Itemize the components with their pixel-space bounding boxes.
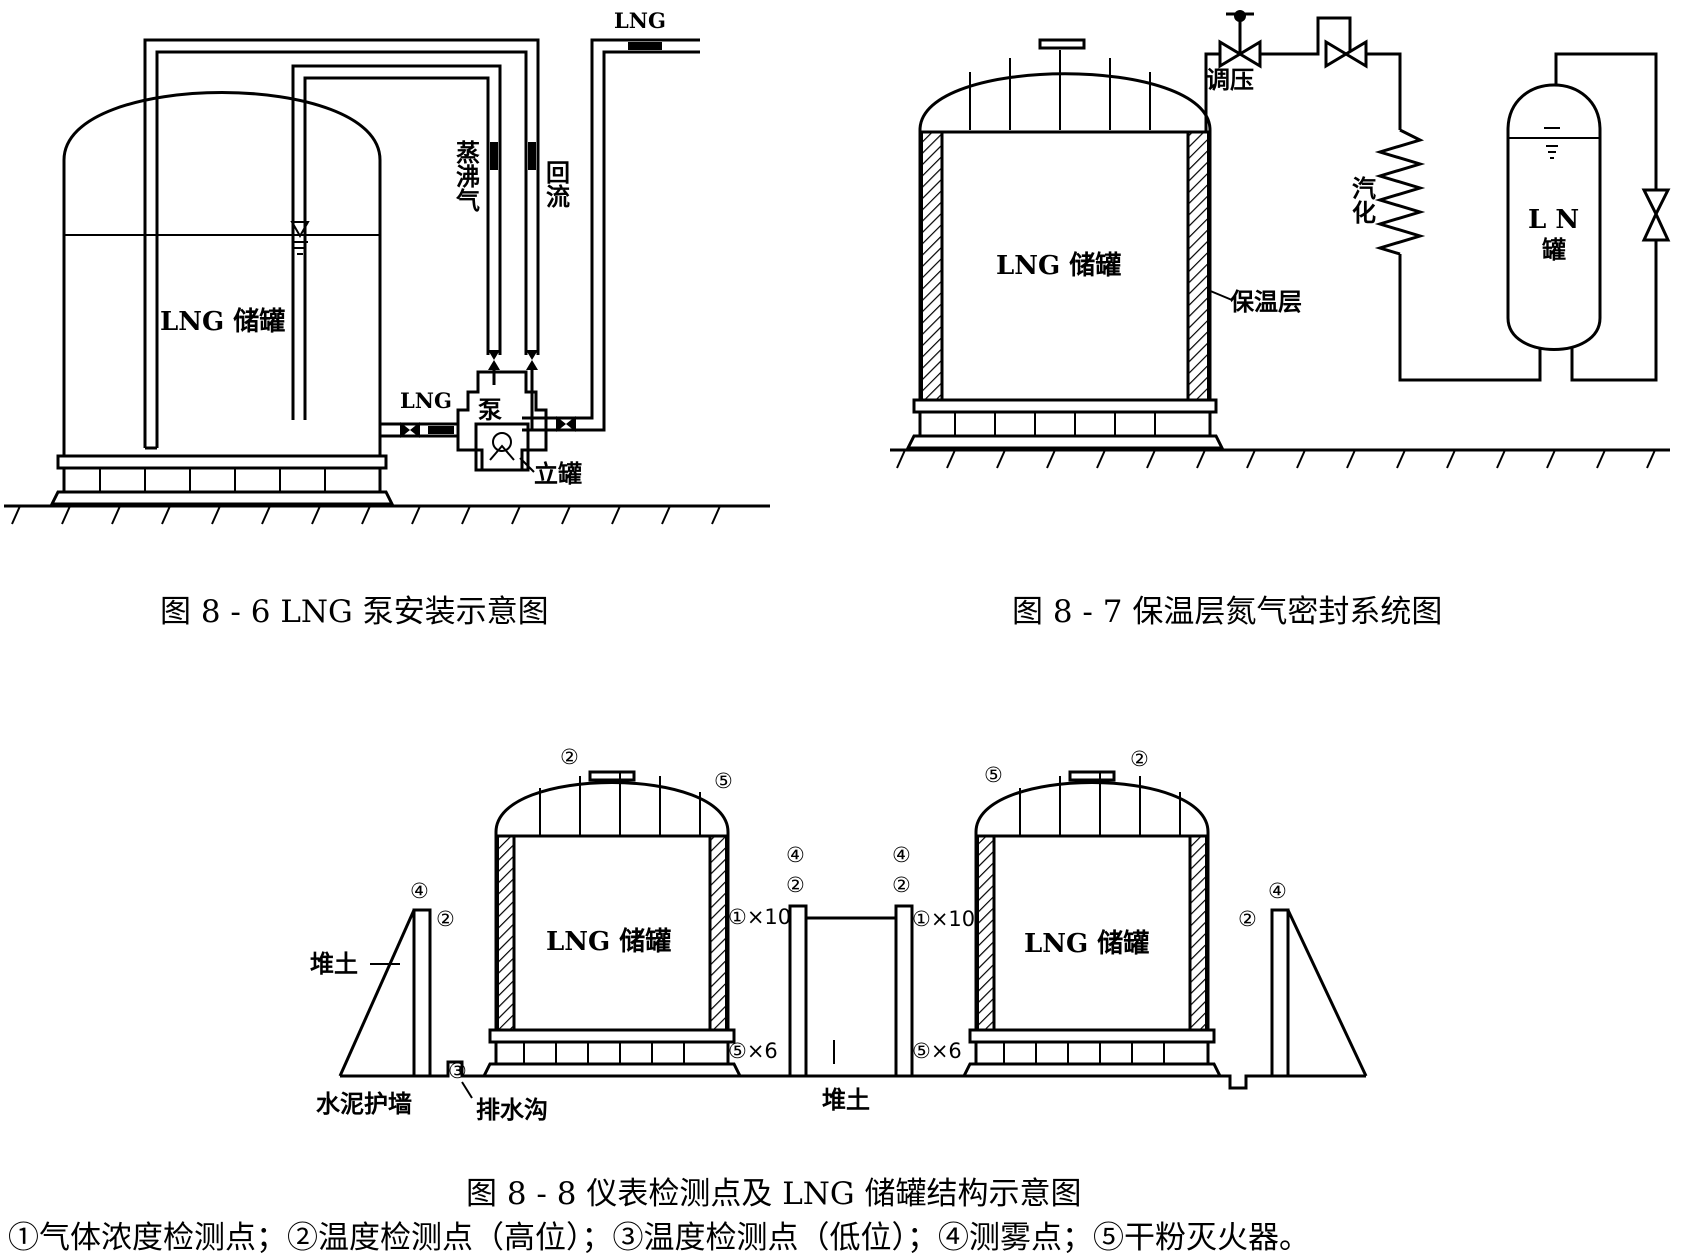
reflux-valve-icon	[526, 350, 538, 370]
m1x10-right: ①×10	[912, 907, 975, 931]
ground-middle	[890, 448, 1670, 469]
ln-level-icon	[1544, 127, 1560, 159]
m2-tank-left: ②	[560, 745, 579, 769]
fig3-legend: ①气体浓度检测点；②温度检测点（高位）；③温度检测点（低位）；④测雾点；⑤干粉灭…	[8, 1220, 1310, 1256]
lng-tank-bottom-right	[961, 770, 1223, 1078]
regulator-valve-icon	[1218, 10, 1262, 69]
fig1-tank-label: LNG 储罐	[160, 306, 285, 337]
tank-base-left	[49, 454, 395, 506]
lng-top-label: LNG	[614, 8, 666, 33]
outlet-flow-marker	[628, 42, 662, 50]
ln-tank-label-line1: L N	[1528, 205, 1579, 235]
insulation-left	[921, 131, 943, 401]
soil-left-label: 堆土	[310, 949, 358, 978]
nitrogen-return-pipe	[1398, 52, 1658, 382]
cement-wall-right	[1270, 908, 1290, 1078]
ln-valve-icon	[1641, 188, 1671, 242]
boiloff-flow-marker	[490, 142, 498, 170]
cement-wall-label: 水泥护墙	[316, 1089, 412, 1118]
m4-wall-left: ④	[410, 879, 429, 903]
ln-tank-label-line2: 罐	[1541, 235, 1566, 264]
cement-wall-mid-right	[894, 904, 914, 1078]
reflux-label: 回流	[542, 160, 571, 208]
m4-mid-left: ④	[786, 843, 805, 867]
tank-top-hatch	[1038, 38, 1086, 50]
lng-outlet-pipe-inner	[522, 50, 700, 432]
soil-mound-right	[1286, 909, 1368, 1077]
ground-bottom	[340, 1060, 1366, 1090]
figure-8-6: LNG 储罐	[4, 8, 770, 630]
m5-tank-left: ⑤	[714, 769, 733, 793]
tank-left-label: LNG 储罐	[546, 926, 671, 957]
pump: 泵	[456, 370, 548, 472]
boiloff-pipe-inner	[303, 76, 490, 420]
m2-tank-right: ②	[1130, 747, 1149, 771]
figure-8-8: ④ ② 堆土 水泥护墙 ③ 排水沟 LNG 储罐 ② ⑤ ①×10 ⑤×6	[8, 745, 1368, 1256]
m2-wall-left: ②	[436, 907, 455, 931]
inlet-flow-marker	[428, 426, 454, 434]
figure-8-7: LNG 储罐 调压	[890, 10, 1671, 630]
lng-tank-left	[62, 91, 382, 456]
tank-right-label: LNG 储罐	[1024, 928, 1149, 959]
ground-left	[4, 504, 770, 525]
m2-mid-left: ②	[786, 873, 805, 897]
m2-wall-right: ②	[1238, 907, 1257, 931]
boiloff-label: 蒸沸气	[452, 140, 481, 213]
soil-mound-left	[338, 909, 416, 1077]
m5-tank-right: ⑤	[984, 763, 1003, 787]
vaporizer-coil-icon	[1374, 128, 1426, 256]
cement-wall-left	[412, 908, 432, 1078]
pipe-outer	[143, 38, 540, 448]
pump-label: 泵	[478, 395, 502, 424]
lng-tank-bottom-left	[481, 770, 743, 1078]
ln-tank	[1506, 83, 1602, 351]
reflux-flow-marker	[528, 142, 536, 170]
inlet-valve-icon	[400, 422, 420, 438]
m1x10-left: ①×10	[728, 905, 791, 929]
insulation-label: 保温层	[1229, 287, 1302, 316]
insulation-leader	[1207, 289, 1233, 301]
boiloff-valve-icon	[488, 350, 500, 370]
fig3-caption: 图 8 - 8 仪表检测点及 LNG 储罐结构示意图	[466, 1176, 1082, 1212]
fig2-caption: 图 8 - 7 保温层氮气密封系统图	[1012, 594, 1442, 630]
tank-base-middle	[905, 398, 1225, 450]
vaporize-label: 汽化	[1348, 175, 1377, 224]
m5x6-left: ⑤×6	[728, 1039, 778, 1063]
regulator-label: 调压	[1206, 65, 1254, 94]
lng-pipe-label: LNG	[400, 388, 452, 413]
fig1-caption: 图 8 - 6 LNG 泵安装示意图	[160, 594, 549, 630]
cement-wall-mid-left	[788, 904, 808, 1078]
vertical-tank-label: 立罐	[534, 459, 582, 488]
gate-valve-icon	[1324, 39, 1368, 69]
pump-impeller-icon	[492, 432, 512, 452]
soil-mid-label: 堆土	[822, 1085, 870, 1114]
boiloff-pipe-outer	[291, 64, 502, 420]
outlet-valve-icon	[556, 416, 576, 432]
m2-mid-right: ②	[892, 873, 911, 897]
fig2-tank-label: LNG 储罐	[996, 250, 1121, 281]
m5x6-right: ⑤×6	[912, 1039, 962, 1063]
lng-tank-middle-dome	[918, 72, 1212, 400]
drain-label: 排水沟	[476, 1095, 548, 1124]
pipe-inner	[155, 50, 528, 448]
m4-mid-right: ④	[892, 843, 911, 867]
m3-drain: ③	[448, 1059, 467, 1083]
lng-outlet-pipe-outer	[522, 38, 700, 420]
vertical-tank-leader	[519, 457, 535, 473]
m4-wall-right: ④	[1268, 879, 1287, 903]
insulation-right	[1187, 131, 1209, 401]
